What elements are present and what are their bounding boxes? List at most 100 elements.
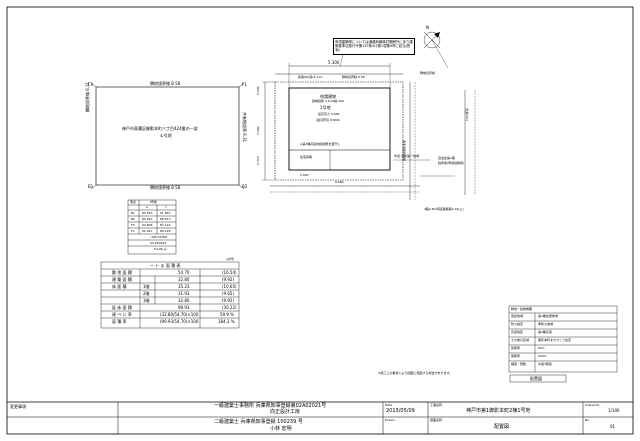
- coord-y: 91.687: [160, 211, 171, 215]
- area-row-v2: (30.22): [222, 305, 237, 310]
- area-row-v1: 32.80: [178, 277, 190, 282]
- left-plan-address: 神戸市東灘区御影本町八丁目424番の一部: [122, 126, 198, 131]
- summary-value: 第1種住居地域: [538, 314, 558, 318]
- area-row-v1: 99.93: [178, 305, 190, 310]
- bottom-note: 4路2.8(2項道路幅員4.0以上): [424, 207, 464, 211]
- project-label: 工事名称: [430, 403, 443, 407]
- left-plan-left-label: 隣地境界線 6.31: [85, 81, 90, 112]
- road-note-2: 自治会第1期: [438, 156, 455, 160]
- right-road-label: 市道(4m): [465, 108, 469, 122]
- scale-label: Scale(A3): [585, 403, 600, 407]
- parking-note: ※第3種高度地区制限を遵守し: [300, 142, 341, 146]
- area-row-v2: (9.92): [222, 298, 235, 303]
- floor-label: 建物延床 4.6×6帖-200: [312, 99, 344, 103]
- note-box: 申請建築物については道路斜線検討範囲外にあり建築基準法施行令第135条の2第1項…: [333, 38, 415, 55]
- area-row-v1: 35.23: [178, 284, 190, 289]
- coord-pt: B2: [131, 217, 135, 221]
- coord-x: 85.663: [142, 217, 153, 221]
- summary-key: 高度地区: [511, 330, 524, 334]
- left-plan-right-label: 共有地境界 6.31: [242, 112, 247, 143]
- coord-y: 88.613: [160, 217, 171, 221]
- area-row-v2: (10.65): [222, 284, 237, 289]
- no-value: 01: [610, 424, 616, 429]
- lot-label: 申請建物: [320, 94, 336, 99]
- coord-col-y: Y: [165, 205, 167, 209]
- area-row-v1: 32.80: [178, 298, 190, 303]
- area-unit: ㎡(坪): [226, 257, 235, 261]
- coord-x: 85.693: [142, 211, 153, 215]
- area-row-v2: (9.92): [222, 277, 235, 282]
- summary-value: 60%: [538, 346, 545, 350]
- area-row-label: 床 面 積: [112, 284, 127, 289]
- parking-note-2: 住宅用等: [300, 155, 313, 159]
- remark: ※施工上の都合により図面と相違する場合があります。: [378, 371, 453, 375]
- site-top-boundary-b: 新築(RC造)3.114: [298, 75, 322, 79]
- left-plan-top-label: 隣地境界線 8.58: [150, 81, 181, 86]
- area-row-v1: 54.70: [178, 270, 190, 275]
- summary-key: その他の区域: [511, 338, 530, 342]
- area-row-v2: 59.9 %: [220, 312, 234, 317]
- area-row-v1: 31.93: [178, 291, 190, 296]
- road-note: 市道 北方第一地域: [394, 154, 419, 158]
- garage-note: 駐車場(申請建物別): [438, 161, 465, 165]
- area-row-sub: 2階: [143, 291, 150, 296]
- coord-pt: B1: [131, 211, 135, 215]
- corner-f1: F1: [242, 82, 247, 87]
- coord-area: 54.06 ㎡: [154, 247, 167, 251]
- summary-value: 第3種高度: [538, 330, 552, 334]
- left-plan-lot-number: ①号地: [160, 133, 172, 138]
- street-label: 隣地境界線: [420, 71, 436, 75]
- area-row-label: 延 床 面 積: [112, 305, 132, 310]
- coord-x: 94.806: [142, 223, 153, 227]
- summary-value: 御影本町まちづくり協定: [538, 338, 572, 342]
- north-label: N: [426, 25, 429, 30]
- coord-pt: F1: [131, 229, 135, 233]
- height-1: 最高高さ 9.995: [318, 112, 340, 116]
- project-value: 神戸市第1御影本町2棟1号地: [466, 408, 531, 414]
- area-row-v1: (99.93/54.70)×100: [160, 319, 199, 324]
- side-label: 南側道路境界線: [402, 140, 406, 162]
- summary-key: 防火指定: [511, 322, 524, 326]
- summary-value: 200%: [538, 354, 547, 358]
- date-label: Date: [385, 403, 393, 407]
- site-right-dim: 3.400: [256, 126, 260, 135]
- area-row-label: 敷 地 面 積: [112, 270, 132, 275]
- corner-b1: B1: [88, 184, 94, 189]
- summary-key: 用途地域: [511, 314, 524, 318]
- architect-line1: 二級建築士 兵庫県知事登録 100239 号: [214, 419, 303, 425]
- site-width-top: 5.300: [328, 60, 340, 65]
- summary-key: 構造・階数: [511, 362, 527, 366]
- coord-x: 91.947: [142, 229, 153, 233]
- north-arrow-icon: [423, 31, 449, 69]
- coord-sum-b: 54.059409: [150, 241, 167, 245]
- coord-col-x: X: [146, 205, 149, 209]
- site-top-boundary: 隣地境界線 8.58: [342, 75, 365, 79]
- sheet-label: 図面名称: [430, 418, 443, 422]
- bottom-dim: 8.580: [335, 180, 344, 184]
- bottom-dim-2: 5.900: [300, 173, 309, 177]
- area-row-v2: (16.54): [222, 270, 237, 275]
- architect-line2: 小林 宏明: [270, 426, 292, 432]
- office-line2: 向正設計工房: [270, 409, 301, 415]
- area-row-v1: (32.80/54.70)×100: [160, 312, 199, 317]
- coord-y: 89.195: [160, 229, 171, 233]
- height-2: (最高軒高 8.890): [316, 118, 340, 122]
- coord-header-group: Ⅰ号地: [150, 200, 157, 204]
- site-left-side-dim: 6.310: [256, 156, 260, 165]
- area-row-v2: (9.65): [222, 291, 235, 296]
- area-row-sub: 1階: [143, 284, 150, 289]
- summary-key: 容積率: [511, 354, 521, 358]
- coord-y: 87.122: [160, 223, 171, 227]
- left-plan-bottom-label: 隣地境界線 8.58: [150, 185, 181, 190]
- area-row-v2: 184.3 %: [218, 319, 235, 324]
- note-box-text: 申請建築物については道路斜線検討範囲外にあり建築基準法施行令第135条の2第1項…: [335, 40, 413, 53]
- corner-b2: B2: [242, 184, 248, 189]
- revision-label: 変更事項: [10, 404, 26, 409]
- coord-title: 測点: [130, 200, 137, 204]
- building-label: 1号地: [320, 105, 331, 110]
- sheet-value: 配置図: [494, 424, 510, 430]
- area-row-label: 建 ぺ い 率: [112, 312, 132, 317]
- summary-value: 準防火地域: [538, 322, 554, 326]
- site-left-dim: 2.500: [256, 86, 260, 95]
